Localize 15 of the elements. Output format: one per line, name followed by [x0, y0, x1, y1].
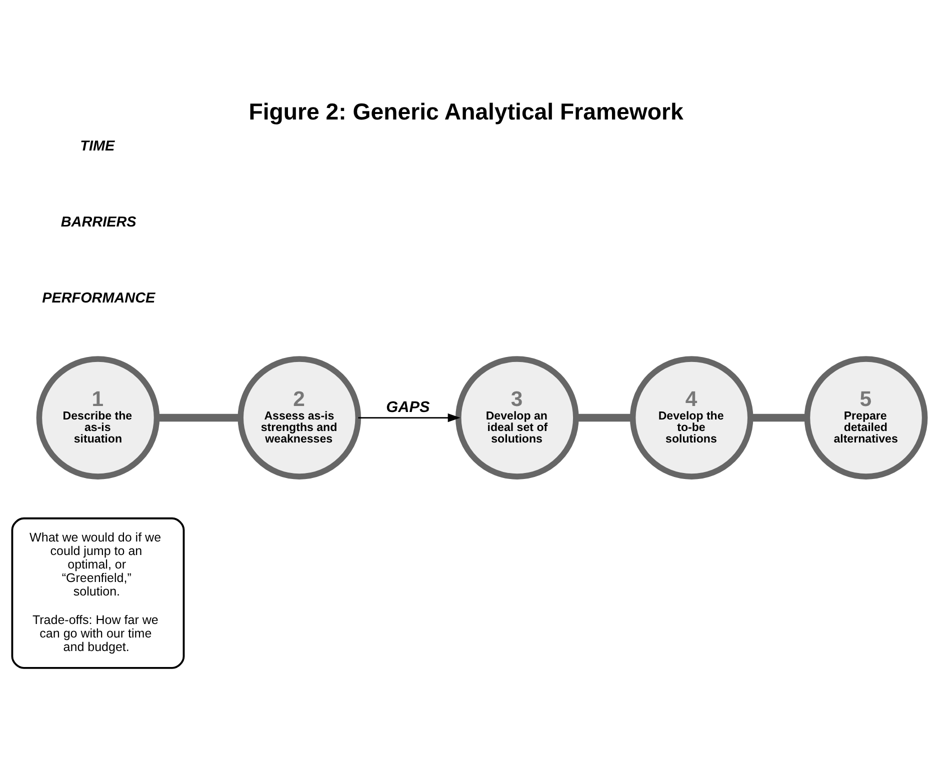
- diagram-title: Figure 2: Generic Analytical Framework: [248, 98, 684, 124]
- connector: [576, 414, 633, 422]
- connector: [750, 414, 807, 422]
- arrow: [358, 413, 460, 422]
- label: TIME: [80, 138, 115, 154]
- label: BARRIERS: [60, 214, 136, 230]
- node-circle: 4 Develop the to-be solutions: [630, 356, 754, 480]
- label: PERFORMANCE: [42, 290, 156, 307]
- node-circle: 1 Describe the as-is situation: [36, 356, 160, 480]
- node-box: What we would do if we could jump to an optimal, or “Greenfield,” solution. Trade-offs: How far we can go with our time and budget.: [11, 517, 185, 669]
- node-circle: 3 Develop an ideal set of solutions: [456, 356, 579, 480]
- node-circle: 5 Prepare detailed alternatives: [804, 356, 928, 480]
- node-circle: 2 Assess as-is strengths and weaknesses: [238, 356, 362, 480]
- edge-label: GAPS: [386, 398, 430, 416]
- connector: [156, 414, 240, 422]
